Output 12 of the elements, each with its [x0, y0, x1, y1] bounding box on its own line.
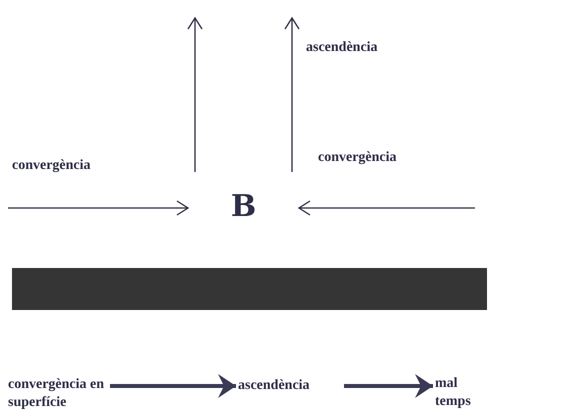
arrow	[298, 200, 475, 216]
edge-label: convergència	[12, 158, 91, 174]
flow-step-text: ascendència	[238, 376, 310, 395]
arrow	[344, 374, 433, 398]
arrow	[284, 17, 300, 172]
arrow	[110, 374, 236, 398]
edge-label: convergència	[318, 150, 397, 166]
point-label: B	[230, 188, 256, 226]
flow-step-text: mal temps	[435, 374, 472, 411]
arrow	[8, 200, 189, 216]
arrow	[187, 17, 203, 172]
flow-step-text: convergència en superfície	[8, 376, 106, 412]
